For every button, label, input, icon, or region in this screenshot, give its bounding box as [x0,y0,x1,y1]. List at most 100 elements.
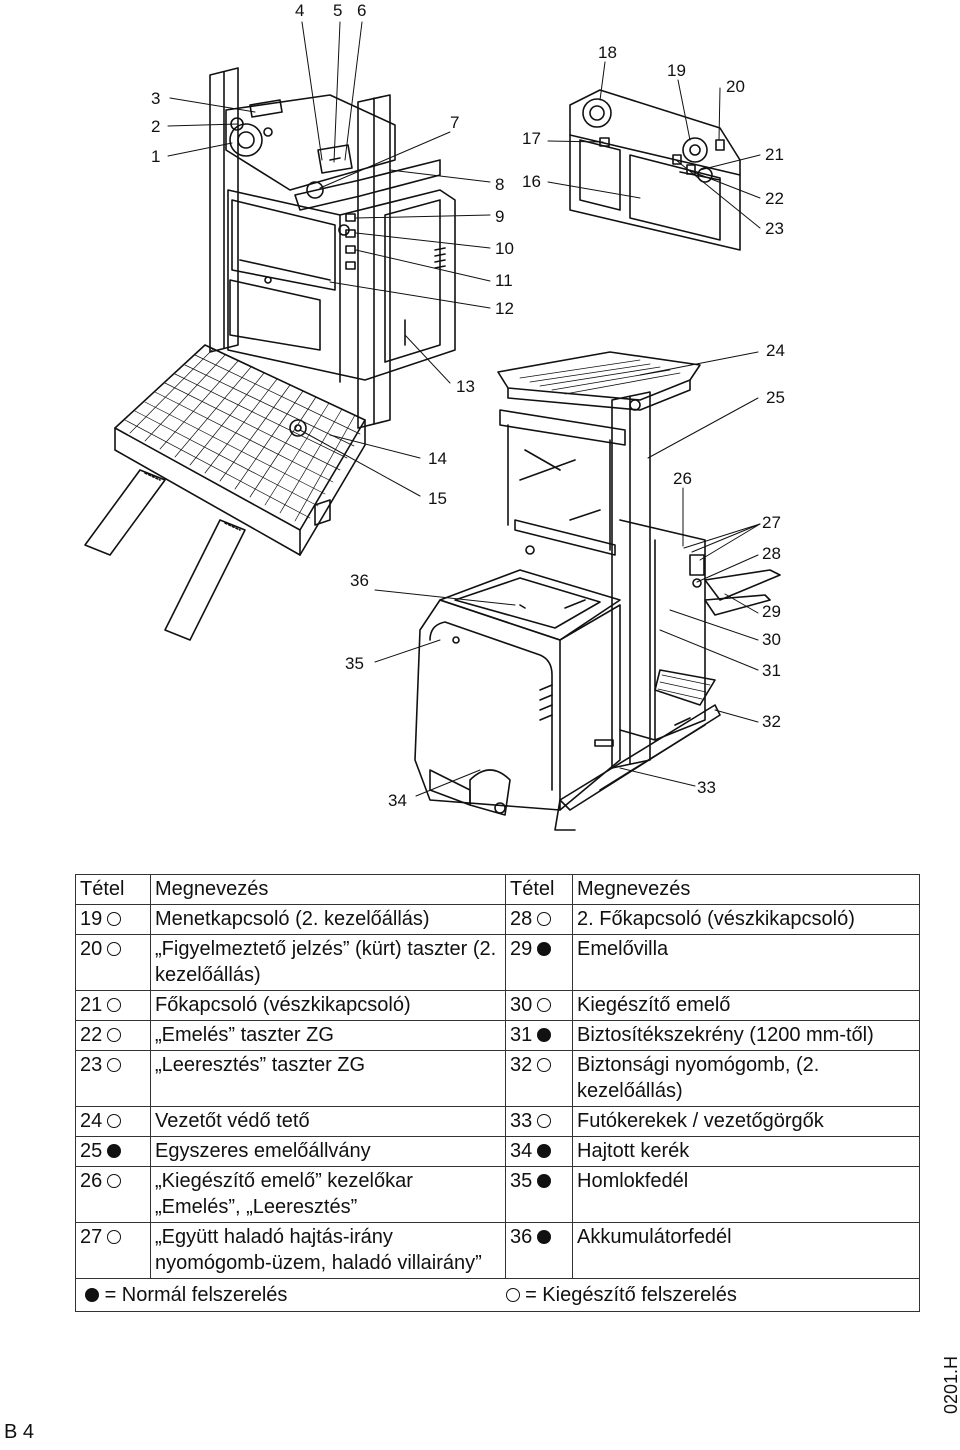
item-name: Főkapcsoló (vészkikapcsoló) [155,994,411,1016]
callout-32: 32 [762,712,781,731]
item-number: 28 [510,908,533,930]
item-name: Hajtott kerék [577,1140,690,1162]
optional-marker-icon [107,1058,122,1072]
callout-13: 13 [456,377,475,396]
callout-33: 33 [697,778,716,797]
callout-20: 20 [726,77,745,96]
item-number: 33 [510,1110,533,1132]
page-reference: B 4 [4,1421,35,1443]
optional-marker-icon [107,1114,122,1128]
item-name: Emelővilla [577,938,669,960]
item-name: Vezetőt védő tető [155,1110,310,1132]
item-number: 22 [80,1024,103,1046]
callout-4: 4 [295,1,305,20]
item-number: 30 [510,994,533,1016]
standard-marker-icon [107,1144,122,1158]
callout-29: 29 [762,602,781,621]
callout-26: 26 [673,469,692,488]
callout-27: 27 [762,513,781,532]
item-number: 27 [80,1226,103,1248]
callout-19: 19 [667,61,686,80]
standard-marker-icon [537,942,552,956]
optional-marker-icon [537,1114,552,1128]
technical-drawing: 1 2 3 4 5 6 7 8 9 10 11 12 13 14 15 16 1… [84,1,785,831]
item-name: 2. Főkapcsoló (vészkikapcsoló) [577,908,855,930]
legend-row: 26„Kiegészítő emelő” kezelőkar „Emelés”,… [75,1166,920,1223]
optional-equipment-text: = Kiegészítő felszerelés [525,1284,737,1306]
callout-5: 5 [333,1,343,20]
item-number: 34 [510,1140,533,1162]
item-name: Egyszeres emelőállvány [155,1140,371,1162]
optional-marker-icon [537,998,552,1012]
callout-34: 34 [388,791,407,810]
callout-1: 1 [151,147,161,166]
callout-15: 15 [428,489,447,508]
item-name: „Leeresztés” taszter ZG [155,1054,366,1076]
item-number: 20 [80,938,103,960]
callout-3: 3 [151,89,161,108]
item-name: „Együtt haladó hajtás-irány nyomógomb-üz… [155,1226,482,1274]
truck-illustration [84,21,781,831]
callout-18: 18 [598,43,617,62]
item-number: 24 [80,1110,103,1132]
legend-header-row: Tétel Megnevezés Tétel Megnevezés [75,874,920,905]
optional-equipment-marker-icon [505,1288,520,1302]
standard-equipment-marker-icon [85,1288,99,1302]
document-code: 0201.H [941,1355,960,1414]
optional-marker-icon [107,912,122,926]
callout-6: 6 [357,1,367,20]
item-number: 26 [80,1170,103,1192]
operator-platform-drawing [84,67,456,641]
standard-marker-icon [537,1174,552,1188]
callout-23: 23 [765,219,784,238]
legend-footer-row: = Normál felszerelés = Kiegészítő felsze… [75,1278,920,1312]
item-name: Menetkapcsoló (2. kezelőállás) [155,908,430,930]
standard-marker-icon [537,1144,552,1158]
optional-marker-icon [107,1028,122,1042]
item-name: „Figyelmeztető jelzés” (kürt) taszter (2… [155,938,497,986]
item-number: 35 [510,1170,533,1192]
item-number: 25 [80,1140,103,1162]
header-name-1: Megnevezés [150,874,506,905]
legend-row: 24 Vezetőt védő tető 33 Futókerekek / vezet… [75,1106,920,1137]
callout-22: 22 [765,189,784,208]
callout-12: 12 [495,299,514,318]
callout-25: 25 [766,388,785,407]
item-name: Akkumulátorfedél [577,1226,732,1248]
callout-17: 17 [522,129,541,148]
item-name: Biztosítékszekrény (1200 mm-től) [577,1024,874,1046]
callout-7: 7 [450,113,460,132]
parts-legend-table: Tétel Megnevezés Tétel Megnevezés 19 Mene… [75,874,920,1312]
callout-2: 2 [151,117,161,136]
callout-8: 8 [495,175,505,194]
standard-marker-icon [537,1028,552,1042]
item-name: Biztonsági nyomógomb, (2. kezelőállás) [577,1054,820,1102]
item-name: Futókerekek / vezetőgörgők [577,1110,824,1132]
callout-30: 30 [762,630,781,649]
legend-row: 27 „Együtt haladó hajtás-irány nyomógomb-… [75,1222,920,1279]
item-number: 23 [80,1054,103,1076]
legend-row: 25 Egyszeres emelőállvány 34 Hajtott kerék [75,1136,920,1167]
item-number: 21 [80,994,103,1016]
callout-31: 31 [762,661,781,680]
callout-16: 16 [522,172,541,191]
legend-body: 19 Menetkapcsoló (2. kezelőállás) 28 2. Fők… [75,904,920,1279]
item-number: 36 [510,1226,533,1248]
truck-drawing [414,351,781,831]
optional-marker-icon [537,1058,552,1072]
item-number: 31 [510,1024,533,1046]
callout-36: 36 [350,571,369,590]
standard-equipment-text: = Normál felszerelés [104,1284,288,1306]
callout-11: 11 [495,271,513,290]
standard-marker-icon [537,1230,552,1244]
item-number: 19 [80,908,103,930]
optional-marker-icon [537,912,552,926]
item-number: 29 [510,938,533,960]
callout-9: 9 [495,207,505,226]
callout-14: 14 [428,449,447,468]
optional-marker-icon [107,998,122,1012]
optional-marker-icon [107,1230,122,1244]
